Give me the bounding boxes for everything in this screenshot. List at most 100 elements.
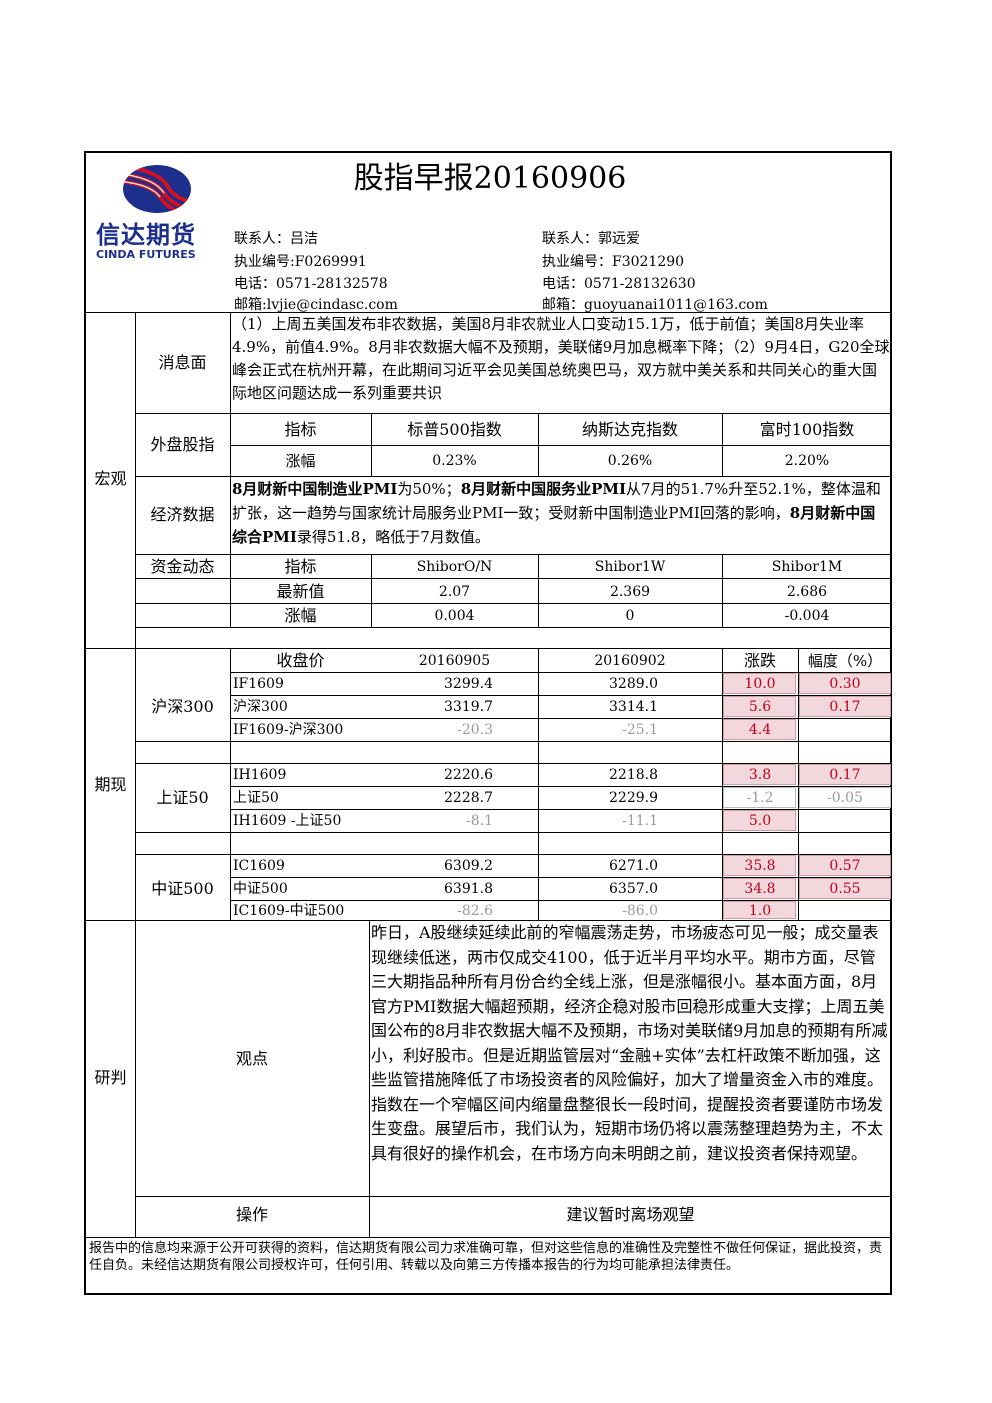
- row-chg: 10.0: [744, 676, 776, 692]
- highlight-cell: [723, 764, 796, 785]
- overseas-header: 富时100指数: [759, 420, 855, 439]
- row-pct: -0.05: [827, 790, 863, 806]
- row-chg: 3.8: [748, 767, 772, 783]
- highlight-cell: [723, 719, 796, 740]
- overseas-cell: 0.26%: [607, 453, 653, 469]
- contact-email[interactable]: 邮箱：guoyuanai1011@163.com: [542, 297, 768, 313]
- overseas-header: 标普500指数: [407, 420, 502, 439]
- row-name: 沪深300: [233, 699, 288, 715]
- contact-license: 执业编号:F0269991: [234, 254, 367, 270]
- funds-cell: 2.369: [609, 584, 651, 600]
- row-pct: 0.55: [829, 881, 861, 897]
- row-chg: -1.2: [746, 790, 774, 806]
- highlight-cell: [799, 673, 891, 694]
- overseas-header: 纳斯达克指数: [581, 420, 678, 439]
- disclaimer: 报告中的信息均来源于公开可获得的资料，信达期货有限公司力求准确可靠，但对这些信息…: [89, 1241, 883, 1273]
- news-text: （1）上周五美国发布非农数据，美国8月非农就业人口变动15.1万，低于前值；美国…: [232, 315, 890, 402]
- row-chg: 5.0: [748, 813, 772, 829]
- econ-text-part: 从7月的51.7%升至52.1%，整体温和扩张，这一趋势与国家统计局服务业PMI…: [232, 480, 881, 522]
- funds-cell: 涨幅: [284, 606, 317, 625]
- row-chg: 34.8: [744, 881, 776, 897]
- row-v2: 2218.8: [609, 767, 658, 783]
- row-v1: 6391.8: [444, 881, 493, 897]
- funds-cell: 2.686: [786, 584, 828, 600]
- contact-name: 联系人：郭远爱: [542, 231, 640, 247]
- overseas-cell: 0.23%: [432, 453, 477, 469]
- row-pct: 0.17: [829, 767, 861, 783]
- highlight-cell: [799, 878, 891, 899]
- funds-header: Shibor1M: [771, 559, 843, 575]
- econ-text-bold: 8月财新中国制造业PMI: [232, 480, 398, 498]
- cinda-logo-icon: [113, 165, 191, 213]
- news-label: 消息面: [158, 353, 207, 372]
- overseas-cell: 2.20%: [784, 453, 830, 469]
- contact-phone: 电话：0571-28132578: [234, 276, 388, 292]
- row-v2: -25.1: [622, 722, 658, 738]
- highlight-cell: [723, 810, 796, 831]
- contact-email[interactable]: 邮箱:lvjie@cindasc.com: [234, 297, 398, 313]
- highlight-cell: [723, 901, 796, 919]
- futures-header: 涨跌: [743, 651, 776, 670]
- row-pct: 0.57: [829, 858, 861, 874]
- report-sheet: 信达期货 CINDA FUTURES 股指早报20160906 联系人：吕洁 执…: [84, 151, 892, 1295]
- row-v2: -86.0: [622, 903, 658, 919]
- row-chg: 1.0: [748, 903, 772, 919]
- futures-header: 20160902: [594, 653, 666, 669]
- row-v2: 6271.0: [609, 858, 658, 874]
- row-v1: -20.3: [457, 722, 493, 738]
- company-logo: 信达期货 CINDA FUTURES: [94, 159, 220, 263]
- futures-header: 20160905: [418, 653, 491, 669]
- row-v1: 3319.7: [444, 699, 493, 715]
- econ-text-bold: 8月财新中国综合PMI: [232, 504, 876, 546]
- row-name: IH1609 -上证50: [233, 813, 342, 829]
- contact-phone: 电话：0571-28132630: [542, 276, 696, 292]
- funds-header: Shibor1W: [594, 559, 666, 575]
- row-v1: 6309.2: [444, 858, 493, 874]
- overseas-header: 指标: [284, 420, 317, 439]
- funds-cell: 0: [625, 608, 635, 624]
- row-name: IH1609: [233, 767, 287, 783]
- overseas-label: 外盘股指: [150, 435, 215, 454]
- row-v1: -8.1: [466, 813, 493, 829]
- row-name: IF1609: [233, 676, 284, 692]
- logo-en-text: CINDA FUTURES: [96, 248, 196, 261]
- row-v1: -82.6: [457, 903, 493, 919]
- row-v1: 3299.4: [444, 676, 493, 692]
- row-v2: 6357.0: [609, 881, 658, 897]
- row-name: 中证500: [233, 881, 288, 897]
- econ-text-part: 为50%；: [397, 480, 461, 498]
- row-v2: -11.1: [622, 813, 658, 829]
- row-chg: 4.4: [748, 722, 772, 738]
- futures-header: 收盘价: [276, 651, 325, 670]
- row-v1: 2228.7: [444, 790, 493, 806]
- view-label: 观点: [235, 1049, 268, 1068]
- highlight-cell: [799, 855, 891, 876]
- econ-text-part: 录得51.8，略低于7月数值。: [296, 528, 490, 546]
- econ-text: 8月财新中国制造业PMI为50%；8月财新中国服务业PMI从7月的51.7%升至…: [232, 477, 890, 549]
- row-name: IF1609-沪深300: [233, 722, 344, 738]
- group-label-zz500: 中证500: [151, 879, 214, 898]
- highlight-cell: [723, 855, 796, 876]
- funds-cell: 最新值: [276, 582, 325, 601]
- section-label-futures: 期现: [94, 775, 127, 794]
- group-label-sz50: 上证50: [156, 788, 209, 807]
- futures-header: 幅度（%）: [807, 652, 883, 670]
- row-v2: 3314.1: [609, 699, 658, 715]
- funds-header: 指标: [284, 557, 317, 576]
- row-v1: 2220.6: [444, 767, 493, 783]
- op-label: 操作: [235, 1205, 268, 1224]
- row-chg: 5.6: [748, 699, 772, 715]
- funds-cell: -0.004: [784, 608, 830, 624]
- econ-text-bold: 8月财新中国服务业PMI: [460, 480, 627, 498]
- row-name: IC1609-中证500: [233, 903, 345, 919]
- view-text: 昨日，A股继续延续此前的窄幅震荡走势，市场疲态可见一般；成交量表现继续低迷，两市…: [371, 923, 888, 1163]
- highlight-cell: [799, 696, 891, 717]
- page-title: 股指早报20160906: [353, 161, 627, 196]
- funds-cell: 2.07: [438, 584, 471, 600]
- funds-header: ShiborO/N: [416, 559, 493, 575]
- contact-license: 执业编号：F3021290: [542, 254, 685, 270]
- op-text: 建议暂时离场观望: [566, 1205, 695, 1224]
- row-pct: 0.17: [829, 699, 861, 715]
- highlight-cell: [799, 764, 891, 785]
- funds-cell: 0.004: [434, 608, 475, 624]
